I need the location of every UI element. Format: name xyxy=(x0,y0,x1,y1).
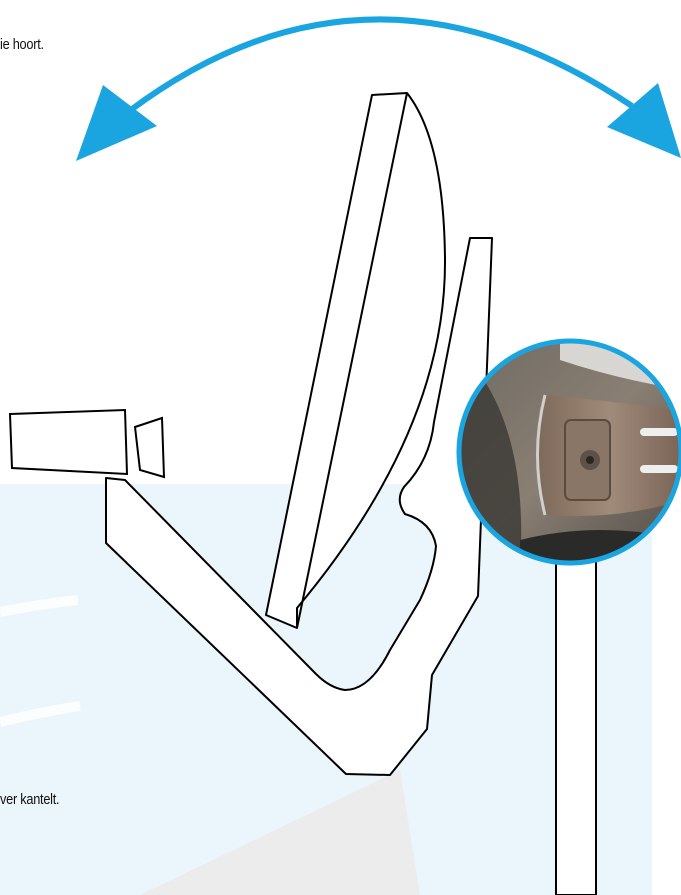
watermark-swoosh xyxy=(0,595,81,727)
lnb-body xyxy=(8,408,129,476)
instruction-text-bottom: ver kantelt. xyxy=(0,791,60,808)
mounting-arm xyxy=(105,237,493,776)
instruction-text-top: ie hoort. xyxy=(0,36,44,53)
dish-edge xyxy=(296,92,408,629)
dish-reflector xyxy=(265,92,447,629)
watermark-shape xyxy=(140,770,420,895)
curved-double-arrow-icon xyxy=(76,16,681,161)
lnb-feedhorn xyxy=(133,416,166,479)
closeup-frame xyxy=(456,338,681,566)
mast-pole xyxy=(555,555,597,895)
